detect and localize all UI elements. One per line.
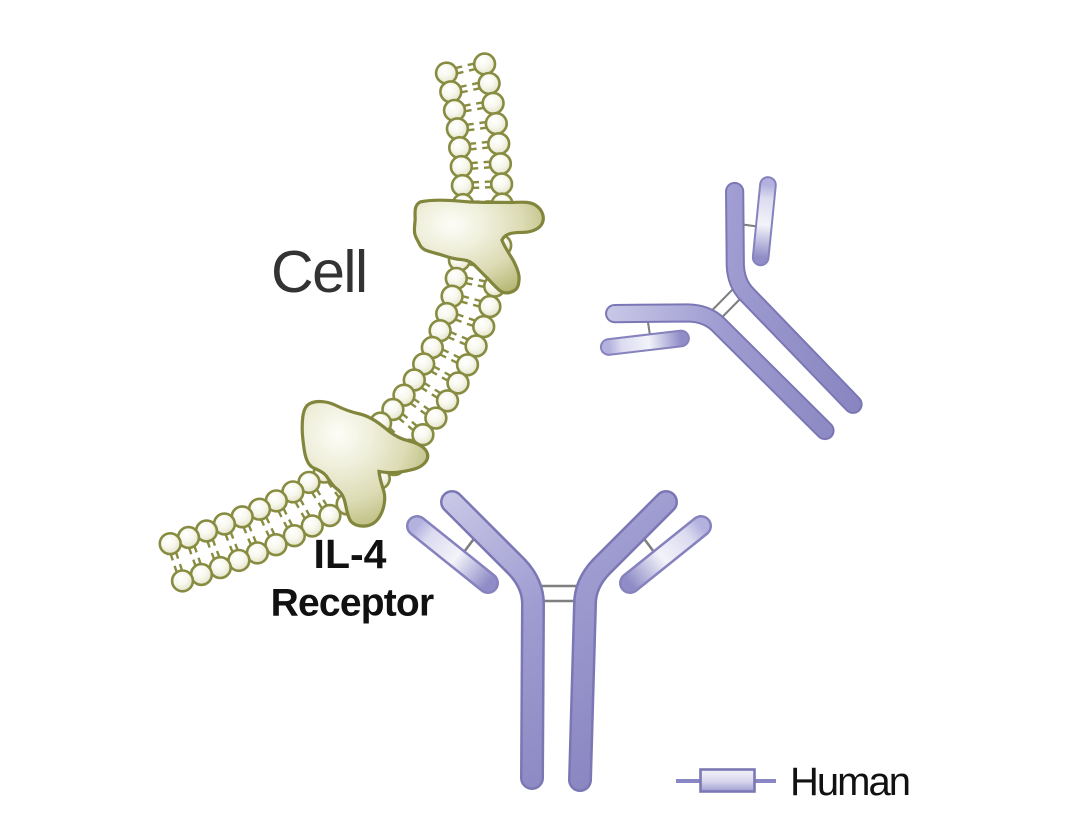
svg-text:Receptor: Receptor [271, 582, 434, 625]
svg-text:Cell: Cell [271, 239, 367, 305]
svg-text:IL-4: IL-4 [314, 531, 387, 577]
svg-text:Human: Human [790, 760, 909, 804]
